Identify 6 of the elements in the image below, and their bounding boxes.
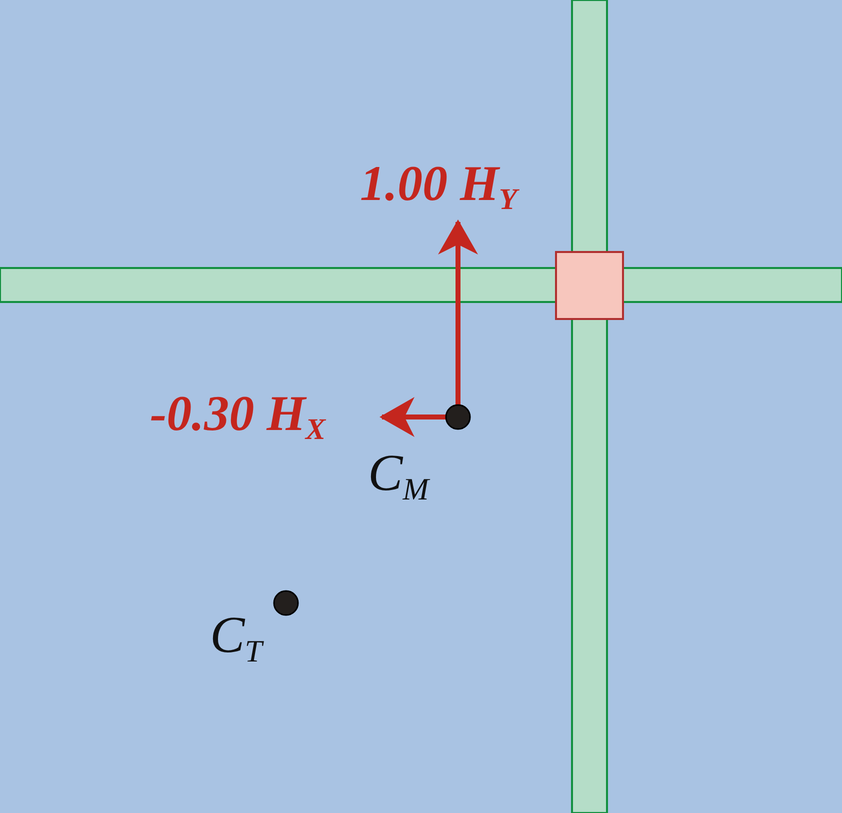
point-label: C$_{T}$ bbox=[210, 610, 262, 667]
point-marker bbox=[273, 590, 299, 616]
point-label: C$_{M}$ bbox=[368, 448, 429, 505]
force-label: -0.30 H$_{X}$ bbox=[150, 388, 326, 445]
force-label: 1.00 H$_{Y}$ bbox=[360, 158, 518, 215]
point-marker bbox=[445, 404, 471, 430]
